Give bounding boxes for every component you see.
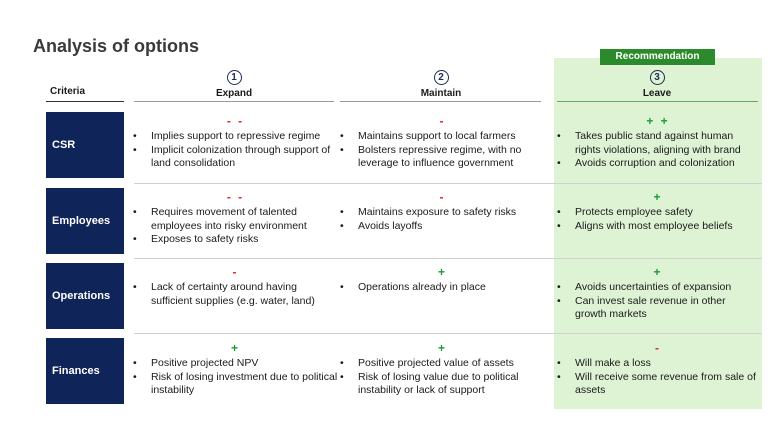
- recommendation-badge: Recommendation: [600, 49, 715, 65]
- rating-indicator: -: [232, 265, 239, 279]
- recommendation-panel: [554, 58, 762, 409]
- bullet-item: Lack of certainty around having sufficie…: [133, 281, 338, 308]
- cell-operations-leave: + Avoids uncertainties of expansionCan i…: [557, 265, 759, 322]
- rating-indicator: +: [653, 265, 663, 279]
- bullet-item: Exposes to safety risks: [133, 233, 338, 247]
- option-header-maintain: 2 Maintain: [341, 67, 541, 99]
- option-number-1: 1: [226, 70, 242, 85]
- cell-csr-expand: - - Implies support to repressive regime…: [133, 114, 338, 171]
- cell-finances-expand: + Positive projected NPVRisk of losing i…: [133, 341, 338, 398]
- bullet-item: Can invest sale revenue in other growth …: [557, 295, 759, 322]
- row-label-finances: Finances: [46, 338, 124, 404]
- bullet-item: Avoids layoffs: [340, 220, 545, 234]
- option-header-expand: 1 Expand: [134, 67, 334, 99]
- rating-indicator: -: [439, 190, 446, 204]
- cell-csr-maintain: - Maintains support to local farmersBols…: [340, 114, 545, 171]
- bullet-item: Maintains exposure to safety risks: [340, 206, 545, 220]
- cell-operations-expand: - Lack of certainty around having suffic…: [133, 265, 338, 308]
- row-separator: [134, 333, 762, 334]
- cell-finances-maintain: + Positive projected value of assetsRisk…: [340, 341, 545, 398]
- criteria-underline: [46, 101, 124, 102]
- option-label-maintain: Maintain: [420, 88, 462, 99]
- row-label-operations: Operations: [46, 263, 124, 329]
- criteria-header: Criteria: [50, 86, 86, 97]
- row-separator: [134, 258, 762, 259]
- cell-employees-maintain: - Maintains exposure to safety risksAvoi…: [340, 190, 545, 233]
- bullet-item: Protects employee safety: [557, 206, 759, 220]
- bullet-item: Will receive some revenue from sale of a…: [557, 371, 759, 398]
- rating-indicator: +: [437, 265, 447, 279]
- rating-indicator: + +: [646, 114, 670, 128]
- cell-operations-maintain: + Operations already in place: [340, 265, 545, 295]
- rating-indicator: - -: [226, 190, 245, 204]
- bullet-item: Risk of losing investment due to politic…: [133, 371, 338, 398]
- option-label-expand: Expand: [215, 88, 253, 99]
- column-divider: [557, 101, 758, 102]
- bullet-item: Maintains support to local farmers: [340, 130, 545, 144]
- cell-csr-leave: + + Takes public stand against human rig…: [557, 114, 759, 171]
- bullet-item: Avoids uncertainties of expansion: [557, 281, 759, 295]
- bullet-item: Will make a loss: [557, 357, 759, 371]
- row-separator: [134, 183, 762, 184]
- rating-indicator: - -: [226, 114, 245, 128]
- bullet-item: Avoids corruption and colonization: [557, 157, 759, 171]
- bullet-item: Bolsters repressive regime, with no leve…: [340, 144, 545, 171]
- bullet-item: Positive projected value of assets: [340, 357, 545, 371]
- bullet-item: Implies support to repressive regime: [133, 130, 338, 144]
- bullet-item: Takes public stand against human rights …: [557, 130, 759, 157]
- cell-employees-leave: + Protects employee safetyAligns with mo…: [557, 190, 759, 233]
- column-divider: [340, 101, 541, 102]
- option-header-leave: 3 Leave: [557, 67, 757, 99]
- option-label-leave: Leave: [642, 88, 672, 99]
- option-number-3: 3: [649, 70, 665, 85]
- bullet-item: Implicit colonization through support of…: [133, 144, 338, 171]
- bullet-item: Risk of losing value due to political in…: [340, 371, 545, 398]
- option-number-2: 2: [433, 70, 449, 85]
- rating-indicator: -: [655, 341, 661, 355]
- page-title: Analysis of options: [33, 36, 200, 56]
- bullet-item: Aligns with most employee beliefs: [557, 220, 759, 234]
- column-divider: [134, 101, 334, 102]
- bullet-item: Operations already in place: [340, 281, 545, 295]
- bullet-item: Requires movement of talented employees …: [133, 206, 338, 233]
- rating-indicator: +: [653, 190, 663, 204]
- rating-indicator: +: [437, 341, 447, 355]
- bullet-item: Positive projected NPV: [133, 357, 338, 371]
- rating-indicator: +: [230, 341, 240, 355]
- row-label-csr: CSR: [46, 112, 124, 178]
- row-label-employees: Employees: [46, 188, 124, 254]
- cell-finances-leave: - Will make a lossWill receive some reve…: [557, 341, 759, 398]
- rating-indicator: -: [439, 114, 446, 128]
- cell-employees-expand: - - Requires movement of talented employ…: [133, 190, 338, 247]
